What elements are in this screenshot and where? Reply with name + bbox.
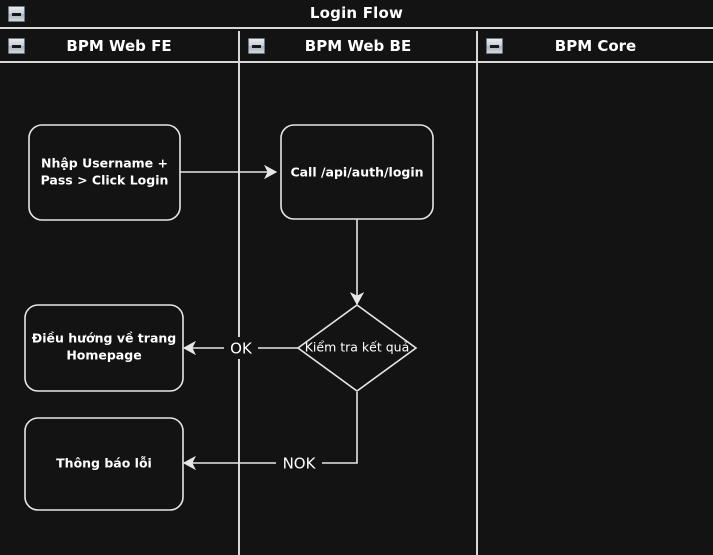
node-n4-shape[interactable] xyxy=(24,304,184,392)
node-n4-label-line1: Điều hướng về trang xyxy=(32,331,176,346)
lane-header-bpm-web-fe[interactable]: BPM Web FE xyxy=(0,31,238,63)
node-n1[interactable]: Nhập Username + Pass > Click Login xyxy=(28,124,181,221)
pool-title-bar: Login Flow xyxy=(0,0,713,29)
edge-label-nok: NOK xyxy=(283,455,317,473)
node-n4[interactable]: Điều hướng về trang Homepage xyxy=(24,304,184,392)
page-title: Login Flow xyxy=(309,4,404,22)
node-n4-label-line2: Homepage xyxy=(66,348,141,363)
lane-label-bpm-web-fe: BPM Web FE xyxy=(66,37,172,55)
edge-label-nok-backdrop xyxy=(276,452,322,474)
node-n2[interactable]: Call /api/auth/login xyxy=(280,124,434,220)
lane-divider-2 xyxy=(476,31,478,555)
lane-header-bpm-core[interactable]: BPM Core xyxy=(478,31,713,63)
node-n1-label-line1: Nhập Username + xyxy=(41,156,168,171)
node-n2-shape[interactable] xyxy=(280,124,434,220)
lane-collapse-icon-bpm-core[interactable] xyxy=(486,38,503,54)
node-n1-label-line2: Pass > Click Login xyxy=(41,173,169,188)
flow-graph: Nhập Username + Pass > Click Login Call … xyxy=(24,124,434,511)
node-n3[interactable]: Kiểm tra kết quả xyxy=(296,304,418,392)
edge-label-ok-group: OK xyxy=(224,337,258,359)
node-n3-label-line1: Kiểm tra kết quả xyxy=(305,340,410,355)
lane-collapse-icon-bpm-web-fe[interactable] xyxy=(8,38,25,54)
edge-label-nok-group: NOK xyxy=(276,452,322,474)
lane-label-bpm-web-be: BPM Web BE xyxy=(304,37,412,55)
node-n2-label-line1: Call /api/auth/login xyxy=(290,165,423,180)
lane-header-row: BPM Web FE BPM Web BE BPM Core xyxy=(0,31,713,63)
node-n3-shape[interactable] xyxy=(296,304,418,392)
edge-n3-n5 xyxy=(182,392,358,471)
edge-label-ok: OK xyxy=(230,340,253,358)
lane-label-bpm-core: BPM Core xyxy=(554,37,637,55)
lane-header-bpm-web-be[interactable]: BPM Web BE xyxy=(240,31,476,63)
pool-collapse-icon[interactable] xyxy=(8,6,25,22)
edge-label-ok-backdrop xyxy=(224,337,258,359)
node-n5-label-line1: Thông báo lỗi xyxy=(56,456,152,471)
lane-collapse-icon-bpm-web-be[interactable] xyxy=(248,38,265,54)
node-n1-shape[interactable] xyxy=(28,124,181,221)
node-n5[interactable]: Thông báo lỗi xyxy=(24,417,184,511)
node-n5-shape[interactable] xyxy=(24,417,184,511)
lane-divider-1 xyxy=(238,31,240,555)
